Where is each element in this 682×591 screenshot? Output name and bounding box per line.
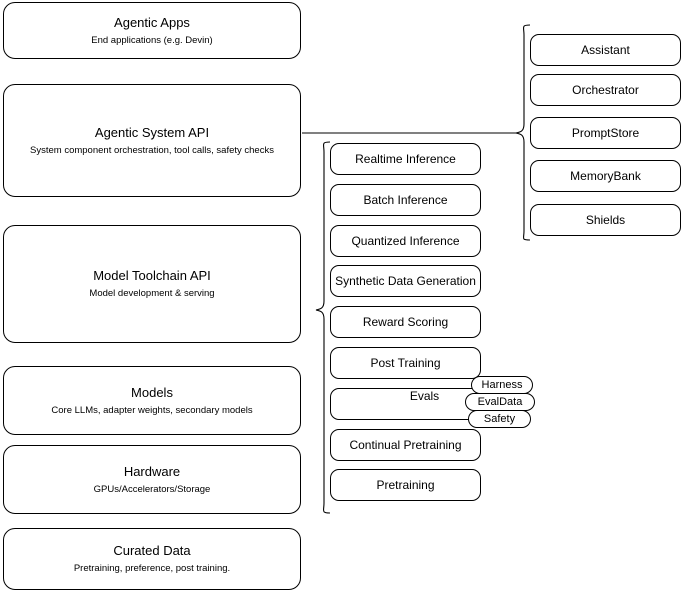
layer-card-hardware[interactable]: Hardware GPUs/Accelerators/Storage [3, 445, 301, 514]
system-item-shields[interactable]: Shields [530, 204, 681, 236]
layer-title: Hardware [123, 463, 181, 479]
item-label: Evals [409, 389, 440, 403]
item-label: Pretraining [376, 477, 435, 492]
layer-card-curated-data[interactable]: Curated Data Pretraining, preference, po… [3, 528, 301, 590]
item-label: Assistant [581, 42, 630, 57]
item-label: Reward Scoring [362, 314, 449, 329]
layer-card-model-toolchain-api[interactable]: Model Toolchain API Model development & … [3, 225, 301, 343]
system-item-orchestrator[interactable]: Orchestrator [530, 74, 681, 106]
pill-label: Safety [483, 413, 516, 425]
layer-title: Model Toolchain API [93, 268, 211, 283]
item-label: Post Training [370, 355, 441, 370]
layer-card-agentic-apps[interactable]: Agentic Apps End applications (e.g. Devi… [3, 2, 301, 59]
layer-title: Curated Data [113, 543, 191, 558]
layer-subtitle: GPUs/Accelerators/Storage [93, 483, 211, 495]
evals-pill-evaldata[interactable]: EvalData [465, 393, 535, 411]
toolchain-item-pretraining[interactable]: Pretraining [330, 469, 481, 501]
layer-title: Agentic Apps [114, 14, 190, 30]
toolchain-item-synthetic-data-generation[interactable]: Synthetic Data Generation [330, 265, 481, 297]
toolchain-item-evals[interactable]: Evals [330, 388, 481, 420]
layer-title: Agentic System API [94, 124, 210, 140]
toolchain-item-continual-pretraining[interactable]: Continual Pretraining [330, 429, 481, 461]
toolchain-item-realtime-inference[interactable]: Realtime Inference [330, 143, 481, 175]
layer-subtitle: Model development & serving [89, 288, 215, 299]
item-label: Quantized Inference [351, 233, 460, 248]
toolchain-item-reward-scoring[interactable]: Reward Scoring [330, 306, 481, 338]
evals-pill-safety[interactable]: Safety [468, 410, 531, 428]
pill-label: Harness [481, 379, 523, 391]
pill-label: EvalData [477, 396, 523, 408]
item-label: Synthetic Data Generation [335, 273, 476, 288]
layer-title: Models [131, 384, 173, 400]
system-item-assistant[interactable]: Assistant [530, 34, 681, 66]
item-label: MemoryBank [570, 168, 641, 183]
layer-subtitle: Core LLMs, adapter weights, secondary mo… [51, 404, 253, 416]
item-label: Realtime Inference [355, 151, 456, 166]
layer-subtitle: System component orchestration, tool cal… [30, 144, 274, 156]
layer-subtitle: Pretraining, preference, post training. [73, 563, 231, 574]
item-label: PromptStore [571, 125, 640, 140]
toolchain-item-quantized-inference[interactable]: Quantized Inference [330, 225, 481, 257]
system-item-memorybank[interactable]: MemoryBank [530, 160, 681, 192]
item-label: Shields [585, 212, 626, 227]
item-label: Orchestrator [572, 82, 639, 97]
brace-system-components [515, 24, 531, 241]
brace-toolchain-items [315, 141, 331, 514]
evals-pill-harness[interactable]: Harness [471, 376, 533, 394]
item-label: Batch Inference [363, 192, 448, 207]
layer-card-models[interactable]: Models Core LLMs, adapter weights, secon… [3, 366, 301, 435]
layer-card-agentic-system-api[interactable]: Agentic System API System component orch… [3, 84, 301, 197]
layer-subtitle: End applications (e.g. Devin) [91, 34, 213, 46]
system-item-promptstore[interactable]: PromptStore [530, 117, 681, 149]
item-label: Continual Pretraining [349, 437, 462, 452]
toolchain-item-post-training[interactable]: Post Training [330, 347, 481, 379]
toolchain-item-batch-inference[interactable]: Batch Inference [330, 184, 481, 216]
